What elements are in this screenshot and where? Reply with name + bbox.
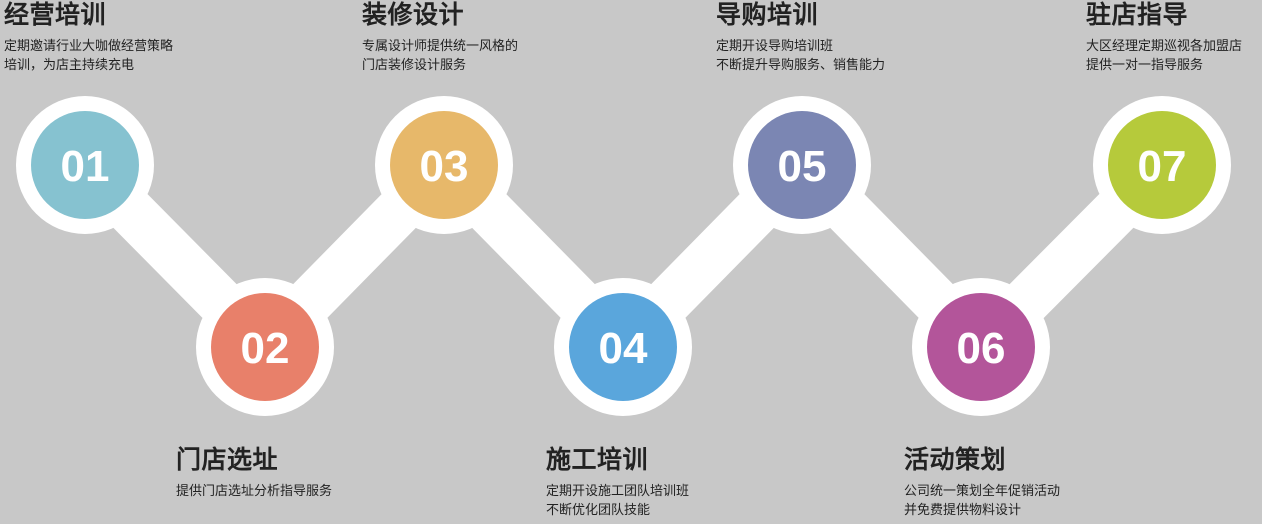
step-06-circle [927,293,1035,401]
description-line: 提供一对一指导服务 [1086,58,1204,73]
description-line: 定期开设导购培训班 [716,39,834,54]
step-05-circle [748,111,856,219]
step-03-number: 03 [420,142,469,191]
step-description: 专属设计师提供统一风格的 门店装修设计服务 [362,37,518,75]
step-03-text: 装修设计 专属设计师提供统一风格的 门店装修设计服务 [362,2,518,75]
step-07-text: 驻店指导 大区经理定期巡视各加盟店 提供一对一指导服务 [1086,2,1242,75]
step-title: 经营培训 [4,0,107,29]
description-line: 培训，为店主持续充电 [4,58,135,73]
step-07-number: 07 [1138,142,1187,191]
step-03-circle [390,111,498,219]
step-description: 定期邀请行业大咖做经营策略 培训，为店主持续充电 [4,37,173,75]
step-description: 定期开设施工团队培训班 不断优化团队技能 [546,482,689,520]
step-title: 驻店指导 [1086,0,1189,29]
step-title: 活动策划 [904,445,1007,474]
description-line: 门店装修设计服务 [362,58,467,73]
step-description: 公司统一策划全年促销活动 并免费提供物料设计 [904,482,1060,520]
description-line: 大区经理定期巡视各加盟店 [1086,39,1243,54]
step-05-text: 导购培训 定期开设导购培训班 不断提升导购服务、销售能力 [716,2,885,75]
step-description: 定期开设导购培训班 不断提升导购服务、销售能力 [716,37,885,75]
step-04-circle [569,293,677,401]
step-description: 提供门店选址分析指导服务 [176,482,332,501]
description-line: 定期开设施工团队培训班 [546,484,690,499]
description-line: 提供门店选址分析指导服务 [176,484,333,499]
step-title: 导购培训 [716,0,819,29]
step-description: 大区经理定期巡视各加盟店 提供一对一指导服务 [1086,37,1242,75]
step-01-text: 经营培训 定期邀请行业大咖做经营策略 培训，为店主持续充电 [4,2,173,75]
description-line: 并免费提供物料设计 [904,503,1022,518]
step-02-text: 门店选址 提供门店选址分析指导服务 [176,447,332,501]
step-02-circle [211,293,319,401]
step-nodes: 01 02 03 04 05 06 07 [16,96,1231,416]
step-01-number: 01 [61,142,110,191]
step-04-number: 04 [599,324,648,373]
description-line: 定期邀请行业大咖做经营策略 [4,39,174,54]
step-06-text: 活动策划 公司统一策划全年促销活动 并免费提供物料设计 [904,447,1060,520]
step-06-number: 06 [957,324,1006,373]
step-05-number: 05 [778,142,827,191]
description-line: 不断优化团队技能 [546,503,651,518]
step-title: 门店选址 [176,445,279,474]
step-title: 施工培训 [546,445,649,474]
step-02-number: 02 [241,324,290,373]
description-line: 专属设计师提供统一风格的 [362,39,519,54]
step-01-circle [31,111,139,219]
step-07-circle [1108,111,1216,219]
step-title: 装修设计 [362,0,465,29]
description-line: 公司统一策划全年促销活动 [904,484,1061,499]
description-line: 不断提升导购服务、销售能力 [716,58,886,73]
step-04-text: 施工培训 定期开设施工团队培训班 不断优化团队技能 [546,447,689,520]
